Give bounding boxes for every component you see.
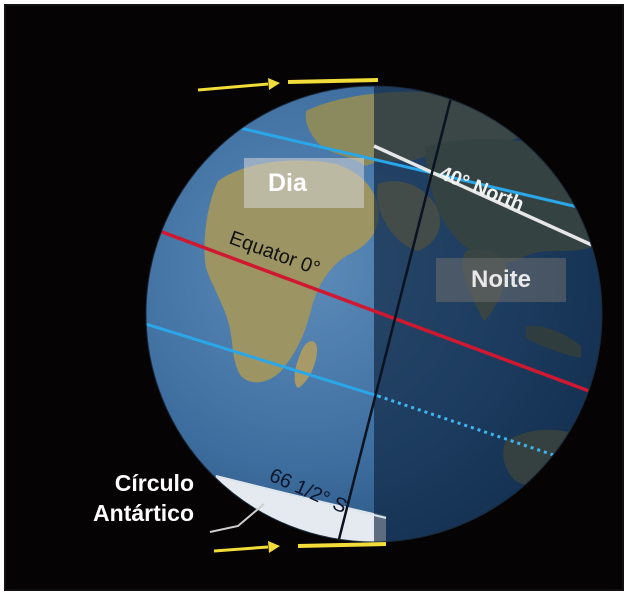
antarctic-label-line-1: Círculo (114, 470, 194, 496)
madagascar-island (294, 341, 318, 388)
globe (146, 86, 602, 542)
antarctic-label-line-2: Antártico (93, 500, 194, 526)
globe-outline (145, 85, 603, 543)
earth-axis (334, 86, 458, 542)
figure-frame: Equator 0° 40° North 66 1/2° S Dia Noite… (4, 4, 624, 591)
equator-line (146, 224, 602, 403)
tropic-of-capricorn-line (146, 322, 379, 398)
antarctic-label-leader (209, 503, 265, 533)
sun-ray-arrow-bottom (213, 541, 387, 553)
night-label: Noite (436, 258, 566, 302)
sun-ray-arrow-top (197, 78, 379, 92)
earth-illumination-diagram: Equator 0° 40° North 66 1/2° S (145, 78, 603, 553)
parallel-40-north-line (373, 144, 602, 258)
day-label: Dia (244, 158, 364, 208)
antarctic-circle-label: Círculo Antártico (44, 468, 194, 528)
parallel-66-south-line (215, 475, 387, 519)
africa-continent (204, 160, 379, 383)
